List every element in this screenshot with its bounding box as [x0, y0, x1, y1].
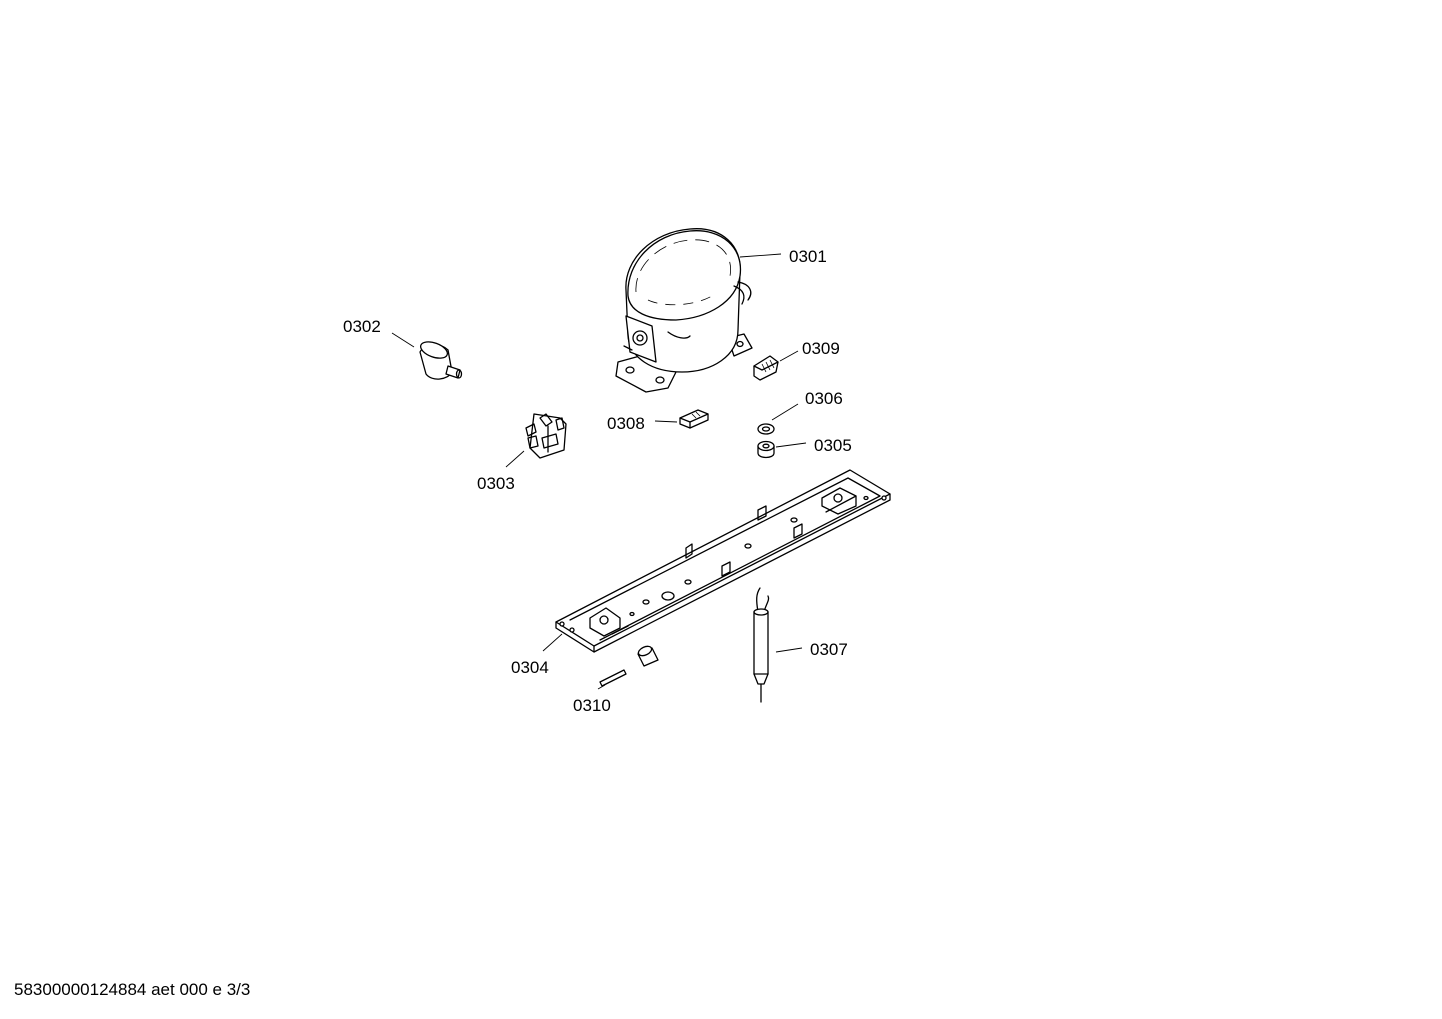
part-0304-mounting-rail	[555, 469, 891, 653]
label-0304: 0304	[511, 658, 549, 677]
part-0305-grommet	[757, 440, 775, 459]
label-0309: 0309	[802, 339, 840, 358]
part-0309-clip	[753, 355, 779, 381]
label-0308: 0308	[607, 414, 645, 433]
label-0303: 0303	[477, 474, 515, 493]
document-id-footer: 58300000124884 aet 000 e 3/3	[14, 980, 251, 999]
part-0302-cylinder	[419, 341, 463, 380]
part-0308-block	[679, 409, 709, 429]
label-0307: 0307	[810, 640, 848, 659]
part-0301-compressor	[615, 228, 753, 393]
label-0302: 0302	[343, 317, 381, 336]
part-0306-washer	[757, 423, 775, 435]
part-0310-pin-sleeve	[599, 645, 659, 687]
label-0306: 0306	[805, 389, 843, 408]
label-0310: 0310	[573, 696, 611, 715]
leader-lines	[391, 253, 807, 690]
label-0305: 0305	[814, 436, 852, 455]
part-0303-relay	[525, 413, 567, 459]
label-0301: 0301	[789, 247, 827, 266]
part-0307-sensor	[753, 587, 770, 703]
